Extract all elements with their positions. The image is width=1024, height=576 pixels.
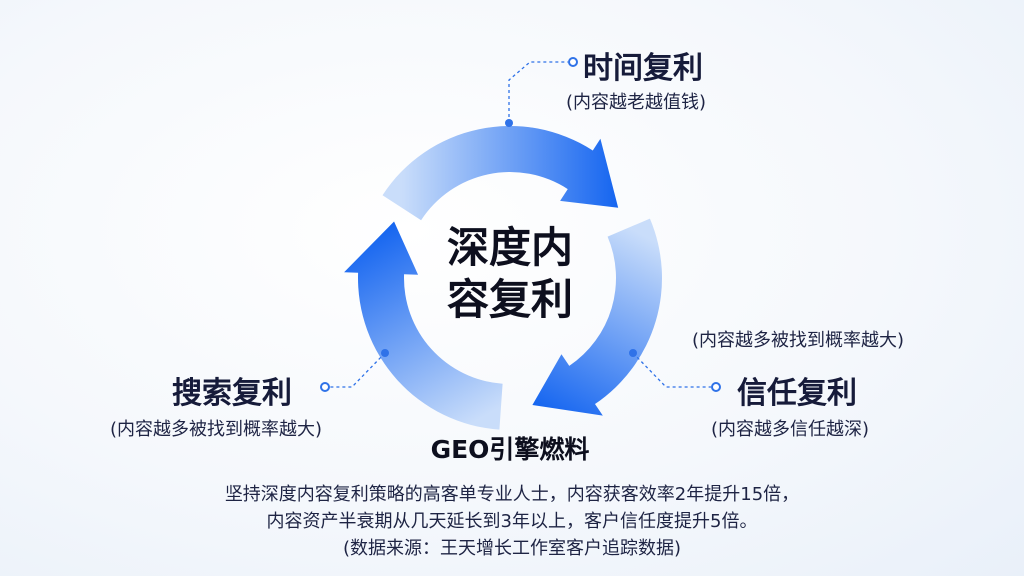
connector-trust <box>632 352 711 388</box>
ring-marker-time <box>568 57 578 67</box>
center-title-line-1: 深度内 <box>446 223 573 272</box>
search-compound-title: 搜索复利 <box>172 376 292 411</box>
geo-engine-label: GEO引擎燃料 <box>430 435 590 464</box>
trust-compound-title: 信任复利 <box>737 376 857 411</box>
ring-marker-search <box>320 382 330 392</box>
connector-time <box>508 61 568 123</box>
anchor-dot-trust <box>629 349 637 357</box>
time-arrow <box>382 126 619 221</box>
trust-compound-subtitle: (内容越多信任越深) <box>711 419 870 440</box>
time-compound-subtitle: (内容越老越值钱) <box>566 92 707 113</box>
ring-marker-trust <box>711 382 721 392</box>
footer-source: (数据来源：王天增长工作室客户追踪数据) <box>342 538 682 559</box>
trust-extra-note: (内容越多被找到概率越大) <box>692 330 905 351</box>
search-compound-subtitle: (内容越多被找到概率越大) <box>110 419 323 440</box>
search-arrow <box>344 221 503 430</box>
center-title-line-2: 容复利 <box>446 275 573 324</box>
time-compound-title: 时间复利 <box>583 51 703 86</box>
connector-search <box>330 352 386 388</box>
anchor-dot-search <box>381 349 389 357</box>
footer-line-1: 坚持深度内容复利策略的高客单专业人士，内容获客效率2年提升15倍， <box>224 484 800 505</box>
anchor-dot-time <box>505 119 513 127</box>
trust-arrow <box>532 218 662 416</box>
center-title: 深度内 容复利 <box>410 222 610 326</box>
footer-line-2: 内容资产半衰期从几天延长到3年以上，客户信任度提升5倍。 <box>266 511 758 532</box>
